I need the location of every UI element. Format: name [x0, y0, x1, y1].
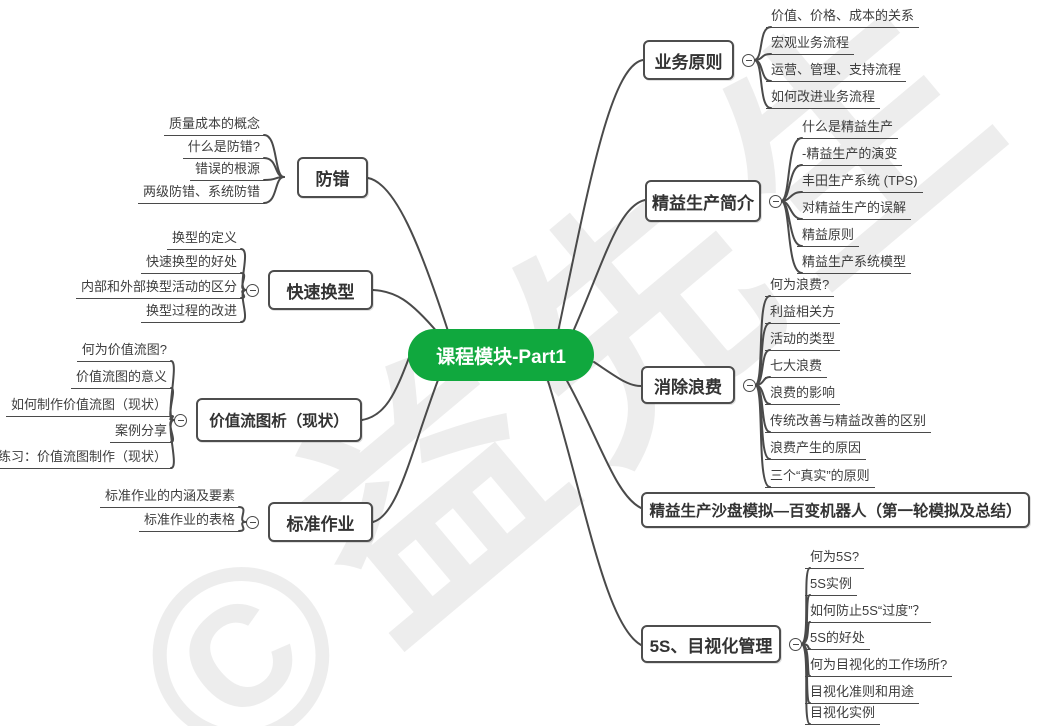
subtopic[interactable]: 错误的根源 — [189, 161, 265, 181]
minus-icon — [249, 522, 256, 523]
minus-icon — [792, 644, 799, 645]
minus-icon — [249, 290, 256, 291]
collapse-icon[interactable] — [742, 54, 755, 67]
subtopic[interactable]: 传统改善与精益改善的区别 — [765, 413, 932, 433]
topic-lean-simulation[interactable]: 精益生产沙盘模拟—百变机器人（第一轮模拟及总结） — [641, 492, 1030, 528]
topic-eliminate-waste[interactable]: 消除浪费 — [641, 366, 735, 404]
subtopic[interactable]: 浪费产生的原因 — [765, 440, 867, 460]
subtopic[interactable]: 三个“真实”的原则 — [765, 468, 875, 488]
subtopic[interactable]: -精益生产的演变 — [797, 146, 903, 166]
subtopic[interactable]: 质量成本的概念 — [163, 116, 265, 136]
minus-icon — [177, 420, 184, 421]
subtopic[interactable]: 七大浪费 — [765, 358, 828, 378]
subtopic[interactable]: 换型的定义 — [166, 230, 242, 250]
subtopic[interactable]: 价值流图的意义 — [70, 369, 172, 389]
collapse-icon[interactable] — [246, 516, 259, 529]
subtopic[interactable]: 精益原则 — [797, 227, 860, 247]
topic-business-principles[interactable]: 业务原则 — [643, 40, 734, 80]
subtopic[interactable]: 何为价值流图? — [76, 342, 172, 362]
subtopic[interactable]: 5S的好处 — [805, 630, 870, 650]
subtopic[interactable]: 目视化准则和用途 — [805, 684, 920, 704]
collapse-icon[interactable] — [743, 379, 756, 392]
central-topic[interactable]: 课程模块-Part1 — [408, 329, 594, 381]
topic-5s-visual-management[interactable]: 5S、目视化管理 — [641, 625, 781, 663]
subtopic[interactable]: 活动的类型 — [765, 331, 841, 351]
topic-value-stream-mapping[interactable]: 价值流图析（现状） — [196, 398, 362, 442]
collapse-icon[interactable] — [789, 638, 802, 651]
subtopic[interactable]: 何为目视化的工作场所? — [805, 657, 953, 677]
collapse-icon[interactable] — [769, 195, 782, 208]
topic-lean-intro[interactable]: 精益生产简介 — [645, 180, 761, 222]
subtopic[interactable]: 运营、管理、支持流程 — [766, 62, 907, 82]
subtopic[interactable]: 丰田生产系统 (TPS) — [797, 173, 923, 193]
subtopic[interactable]: 标准作业的表格 — [138, 512, 240, 532]
minus-icon — [772, 201, 779, 202]
topic-standard-work[interactable]: 标准作业 — [268, 502, 373, 542]
subtopic[interactable]: 宏观业务流程 — [766, 35, 855, 55]
subtopic[interactable]: 5S实例 — [805, 576, 857, 596]
subtopic[interactable]: 内部和外部换型活动的区分 — [75, 279, 242, 299]
subtopic[interactable]: 标准作业的内涵及要素 — [99, 488, 240, 508]
subtopic[interactable]: 如何改进业务流程 — [766, 89, 881, 109]
subtopic[interactable]: 利益相关方 — [765, 304, 841, 324]
subtopic[interactable]: 换型过程的改进 — [140, 303, 242, 323]
minus-icon — [745, 60, 752, 61]
topic-mistake-proofing[interactable]: 防错 — [297, 157, 368, 198]
subtopic[interactable]: 什么是防错? — [182, 139, 265, 159]
subtopic[interactable]: 对精益生产的误解 — [797, 200, 912, 220]
subtopic[interactable]: 练习：价值流图制作（现状） — [0, 449, 172, 469]
subtopic[interactable]: 价值、价格、成本的关系 — [766, 8, 920, 28]
subtopic[interactable]: 何为浪费? — [765, 277, 835, 297]
subtopic[interactable]: 何为5S? — [805, 549, 865, 569]
subtopic[interactable]: 快速换型的好处 — [140, 254, 242, 274]
subtopic[interactable]: 案例分享 — [109, 423, 172, 443]
subtopic[interactable]: 浪费的影响 — [765, 385, 841, 405]
subtopic[interactable]: 目视化实例 — [805, 705, 881, 725]
minus-icon — [746, 385, 753, 386]
subtopic[interactable]: 如何防止5S“过度”？ — [805, 603, 931, 623]
topic-quick-changeover[interactable]: 快速换型 — [268, 270, 373, 310]
subtopic[interactable]: 如何制作价值流图（现状） — [5, 397, 172, 417]
collapse-icon[interactable] — [174, 414, 187, 427]
subtopic[interactable]: 两级防错、系统防错 — [137, 184, 265, 204]
collapse-icon[interactable] — [246, 284, 259, 297]
subtopic[interactable]: 什么是精益生产 — [797, 119, 899, 139]
subtopic[interactable]: 精益生产系统模型 — [797, 254, 912, 274]
